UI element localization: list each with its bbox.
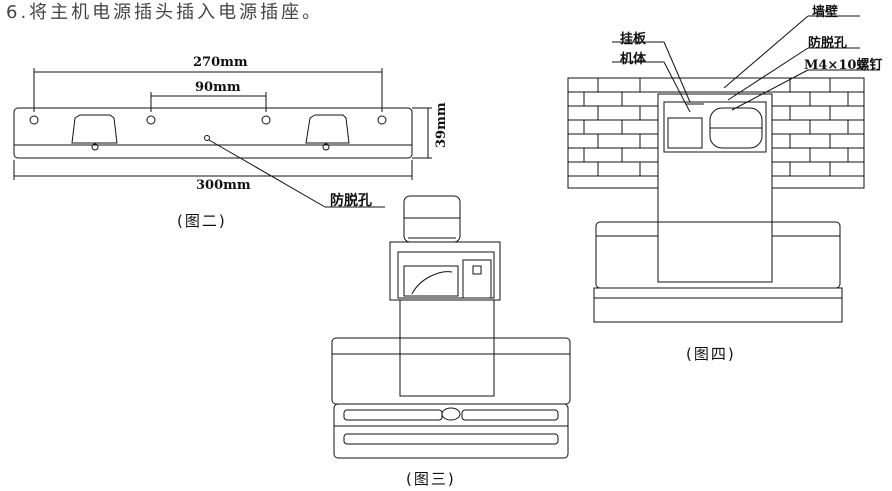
hood-upper-body: [389, 241, 501, 301]
fan-housing: [403, 265, 459, 297]
antidrop4-leader: [727, 47, 809, 101]
antidrop-label-fig4: 防脱孔: [808, 36, 848, 51]
figure2-caption: (图二): [177, 212, 227, 230]
brick-joints: [583, 78, 849, 176]
mounting-plate: [13, 107, 413, 159]
duct-adapter: [403, 195, 461, 243]
dim-270-label: 270mm: [193, 55, 248, 70]
hood-front-drawing: [331, 195, 571, 459]
wall-leader: [723, 15, 809, 89]
screw-leader: [731, 69, 809, 111]
hanger-leader: [663, 41, 691, 103]
plate-hole: [261, 115, 271, 125]
dim-300-label: 300mm: [196, 178, 251, 193]
plate-hook-left: [71, 114, 118, 144]
body-leader: [663, 61, 691, 113]
dim-39-label: 39mm: [434, 102, 449, 148]
dim-90-label: 90mm: [195, 80, 241, 95]
body-label: 机体: [620, 52, 647, 67]
antidrop-label-fig2: 防脱孔: [330, 193, 372, 209]
hanger-label: 挂板: [620, 32, 647, 47]
mounting-plate-drawing: [13, 68, 432, 208]
filter-panel: [333, 403, 569, 459]
plate-hook-right: [305, 114, 350, 144]
antidrop-leader: [208, 139, 326, 208]
plate-hole: [29, 115, 39, 125]
hood-canopy: [331, 337, 571, 405]
plate-hole: [377, 115, 387, 125]
figure4-caption: (图四): [686, 345, 736, 363]
instruction-heading: 6.将主机电源插头插入电源插座。: [6, 2, 324, 23]
junction-box: [462, 259, 492, 299]
wall-installation-drawing: [567, 15, 880, 323]
chimney: [399, 299, 495, 397]
figure3-caption: (图三): [406, 470, 456, 488]
antidrop-hole: [204, 135, 210, 141]
wall-label: 墙壁: [812, 5, 839, 20]
filter-edge: [593, 287, 843, 323]
plate-hole: [146, 115, 156, 125]
screw-label: M4×10螺钉: [804, 58, 883, 73]
